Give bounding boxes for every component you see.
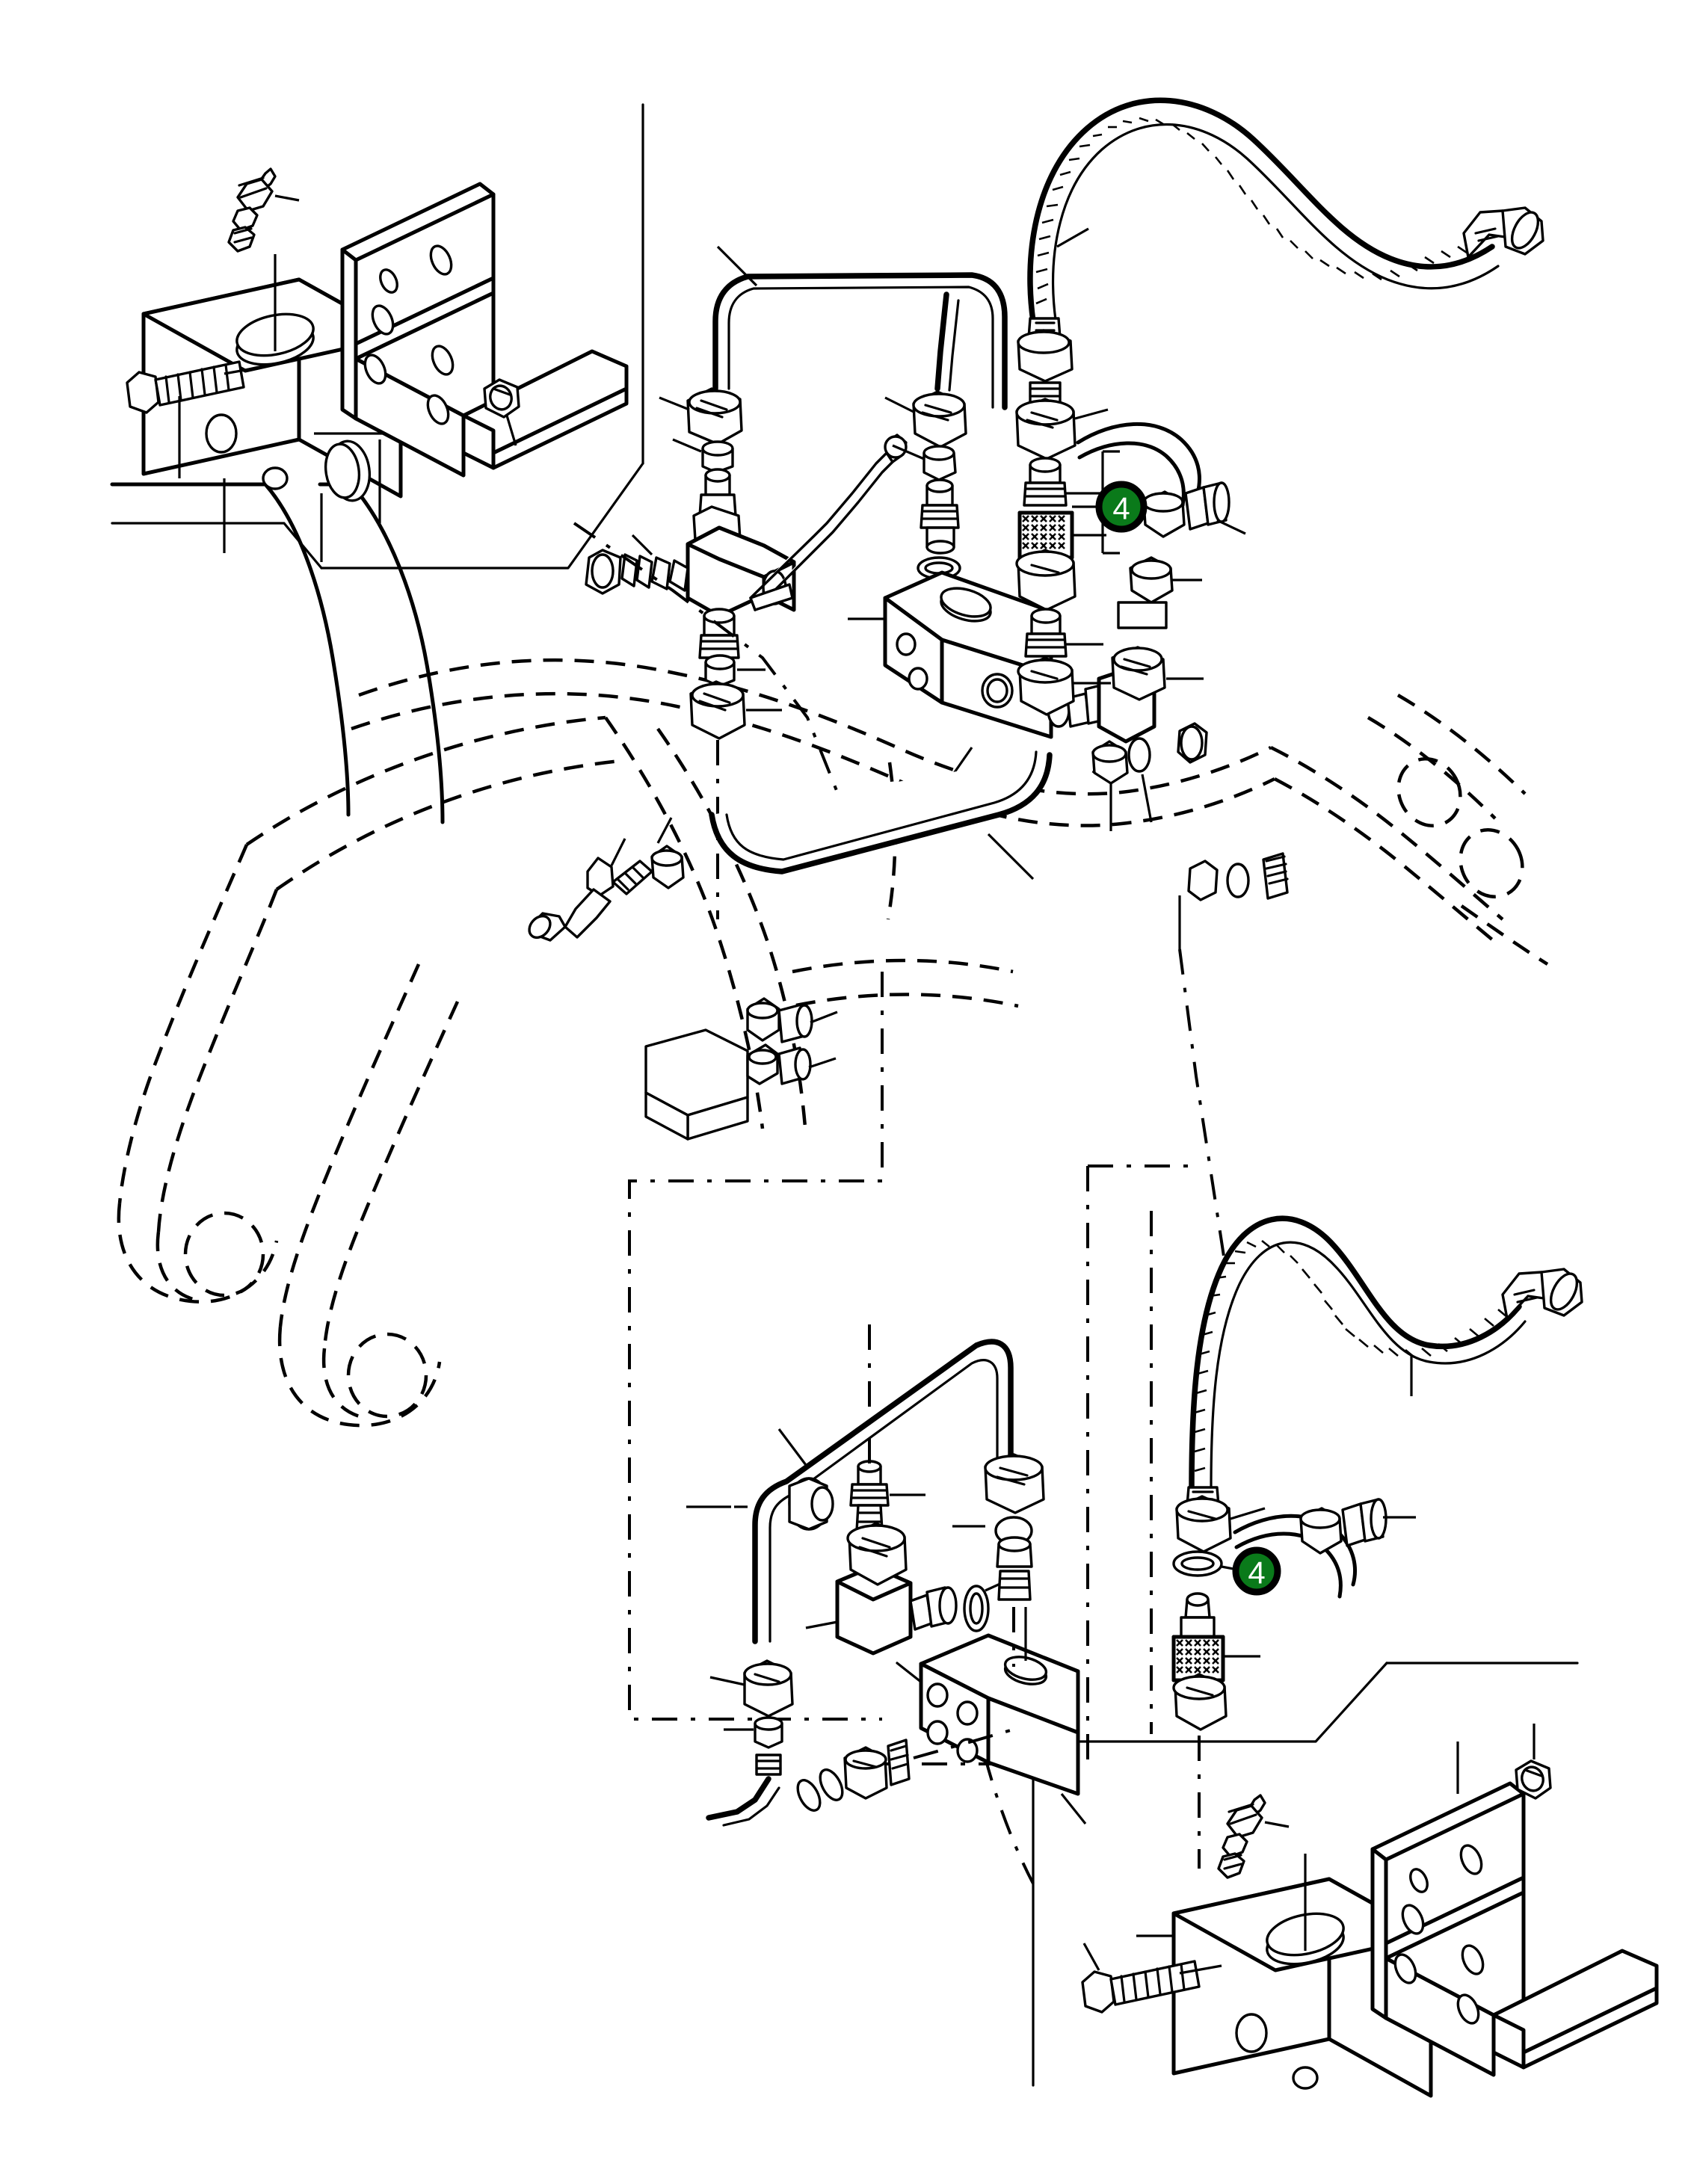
union-nut-manifold-top bbox=[884, 390, 967, 448]
manifold-side-elbow-upper bbox=[1117, 556, 1202, 629]
upper-right-hose-coupler bbox=[1015, 97, 1544, 716]
upper-knurled-coupler bbox=[1017, 510, 1074, 560]
lower-center-valve-assembly bbox=[686, 1323, 1087, 1827]
manifold-block-lower bbox=[919, 1607, 1087, 1824]
banjo-elbow-small-upper bbox=[1142, 481, 1246, 538]
boom-crossing-tube bbox=[709, 750, 1053, 880]
lower-right-hose-coupler bbox=[1171, 1215, 1583, 1869]
grease-nipple-fitting-lower bbox=[1217, 1794, 1290, 1879]
adapter-nipple-manifold bbox=[920, 478, 960, 555]
lower-o-ring-seal bbox=[1172, 1550, 1246, 1577]
hex-head-bolt bbox=[126, 360, 267, 478]
lower-center-right-stack bbox=[952, 1453, 1045, 1667]
union-nut-valve-top bbox=[659, 387, 743, 445]
callout-4-lower-disc[interactable] bbox=[1236, 1550, 1278, 1592]
callout-4-lower[interactable]: 4 bbox=[1232, 1546, 1281, 1596]
boom-center-valve-block bbox=[644, 997, 838, 1141]
lower-knurled-coupler bbox=[1171, 1592, 1260, 1869]
coupler-stack-upper-right bbox=[1015, 398, 1111, 716]
lock-nut bbox=[483, 378, 520, 446]
hex-head-bolt-lower bbox=[1081, 1943, 1222, 2014]
boom-left-adapter bbox=[528, 817, 685, 942]
ferrule-valve-bottom bbox=[704, 654, 766, 688]
bent-steel-tube-upper bbox=[712, 245, 1008, 410]
angle-bracket-lower bbox=[1370, 1742, 1659, 2077]
callout-4-upper-disc[interactable] bbox=[1099, 484, 1144, 529]
boom-right-fastener bbox=[1091, 722, 1208, 831]
valve-lower-stud bbox=[698, 608, 740, 659]
callout-4-upper-number: 4 bbox=[1112, 491, 1130, 526]
callout-markers-layer: 4 4 bbox=[1072, 450, 1281, 1596]
lower-right-bracket-assembly bbox=[1081, 1724, 1659, 2098]
upper-center-valve-assembly bbox=[573, 245, 1008, 919]
angle-bracket bbox=[314, 182, 629, 523]
upper-left-bracket-assembly bbox=[126, 167, 629, 562]
union-nut-valve-bottom bbox=[689, 680, 782, 740]
callout-4-lower-ring bbox=[1232, 1546, 1281, 1596]
tube-to-union-upper bbox=[934, 291, 960, 392]
lower-left-union-stack bbox=[706, 1659, 794, 1827]
manifold-block-upper bbox=[848, 570, 1053, 783]
valve-port-flange-lower bbox=[788, 1477, 834, 1531]
mid-region-fittings bbox=[528, 722, 1289, 1421]
braided-flex-hose-lower bbox=[1189, 1215, 1527, 1492]
hose-end-hex-nut-upper-left bbox=[1017, 317, 1074, 405]
ferrule-manifold bbox=[892, 444, 957, 481]
braided-flex-hose-upper bbox=[1027, 97, 1500, 324]
hose-end-hex-nut-lower-left bbox=[1175, 1486, 1266, 1553]
jumper-hose-upper bbox=[1076, 422, 1201, 508]
grease-nipple-fitting bbox=[227, 167, 300, 253]
detail-view-frames bbox=[628, 972, 1196, 1765]
banjo-elbow-small-lower bbox=[1299, 1498, 1416, 1555]
callout-4-upper[interactable]: 4 bbox=[1095, 481, 1148, 533]
ball-valve-body-lower bbox=[805, 1522, 958, 1656]
lock-nut-lower bbox=[1515, 1724, 1552, 1800]
adapter-stud-lower-center bbox=[849, 1323, 925, 1532]
lower-center-union-row bbox=[796, 1727, 1019, 1812]
hose-end-hex-nut-upper-right bbox=[1462, 206, 1544, 259]
callout-4-upper-ring bbox=[1095, 481, 1148, 533]
ferrule-valve-top bbox=[672, 438, 734, 474]
hose-end-hex-nut-lower-right bbox=[1501, 1268, 1583, 1320]
ball-valve-body-upper bbox=[585, 434, 908, 618]
callout-4-lower-number: 4 bbox=[1248, 1555, 1265, 1591]
